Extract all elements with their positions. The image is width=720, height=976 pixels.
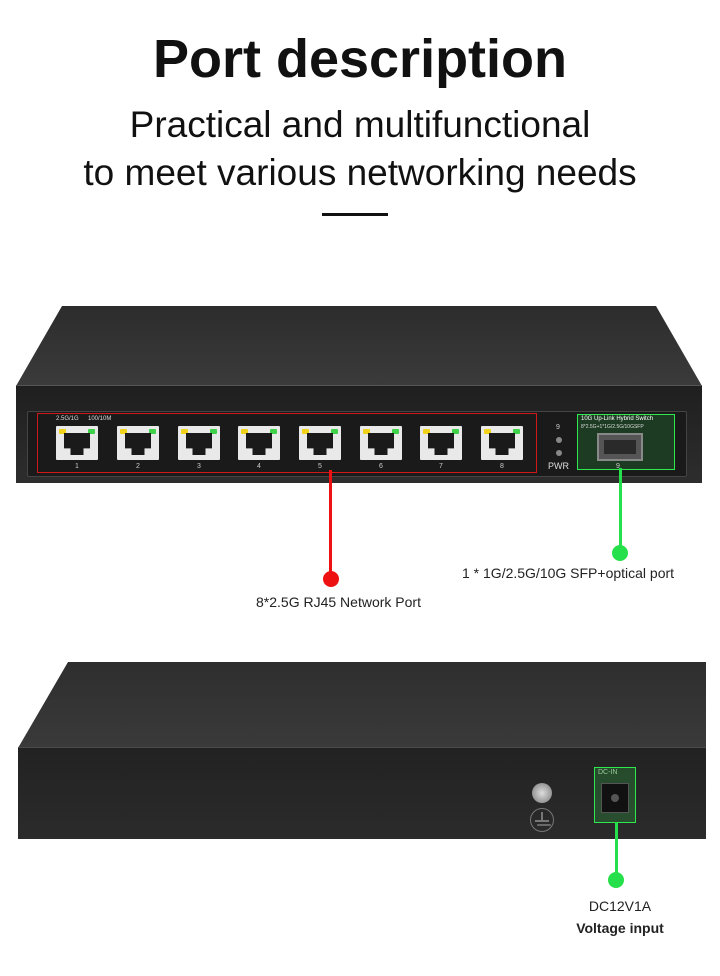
rj45-port	[178, 426, 220, 460]
led-link-icon	[149, 429, 156, 434]
rj45-socket-icon	[246, 433, 272, 455]
led-link-icon	[452, 429, 459, 434]
led-number-label: 9	[556, 424, 560, 431]
port-number: 3	[197, 463, 201, 470]
port-number: 5	[318, 463, 322, 470]
sfp-port-number: 9	[616, 463, 620, 470]
rj45-highlight-box	[37, 413, 537, 473]
rj45-socket-icon	[428, 433, 454, 455]
switch-top-cover	[16, 306, 702, 386]
rj45-callout-dot	[323, 571, 339, 587]
rj45-port	[56, 426, 98, 460]
dc-callout-line	[615, 822, 618, 878]
port-number: 6	[379, 463, 383, 470]
rj45-socket-icon	[307, 433, 333, 455]
rj45-callout-line	[329, 470, 332, 578]
sfp-callout-dot	[612, 545, 628, 561]
led-link-icon	[331, 429, 338, 434]
ground-screw-icon	[532, 783, 552, 803]
port-number: 4	[257, 463, 261, 470]
dc-voltage-label: Voltage input	[576, 920, 664, 936]
title-divider	[322, 213, 388, 216]
page-title: Port description	[152, 29, 568, 89]
pwr-label: PWR	[548, 461, 569, 471]
port-number: 7	[439, 463, 443, 470]
rj45-callout-label: 8*2.5G RJ45 Network Port	[256, 594, 421, 610]
led-speed-icon	[363, 429, 370, 434]
rj45-port	[481, 426, 523, 460]
port-number: 2	[136, 463, 140, 470]
dc-spec-label: DC12V1A	[588, 898, 652, 914]
switch-back-face	[18, 747, 706, 839]
rj45-socket-icon	[186, 433, 212, 455]
rj45-port	[360, 426, 402, 460]
led-link-icon	[210, 429, 217, 434]
led-speed-icon	[484, 429, 491, 434]
subtitle-line-1: Practical and multifunctional	[129, 104, 591, 145]
rj45-port	[420, 426, 462, 460]
status-led-icon	[556, 450, 562, 456]
rj45-port	[238, 426, 280, 460]
dc-callout-dot	[608, 872, 624, 888]
speed-label-right: 100/10M	[88, 416, 112, 422]
led-link-icon	[88, 429, 95, 434]
rj45-socket-icon	[64, 433, 90, 455]
sfp-callout-line	[619, 468, 622, 552]
led-speed-icon	[241, 429, 248, 434]
led-speed-icon	[59, 429, 66, 434]
led-link-icon	[513, 429, 520, 434]
led-speed-icon	[181, 429, 188, 434]
subtitle-line-2: to meet various networking needs	[83, 152, 637, 193]
led-speed-icon	[120, 429, 127, 434]
rj45-port	[299, 426, 341, 460]
led-speed-icon	[302, 429, 309, 434]
speed-label-left: 2.5G/1G	[56, 416, 79, 422]
sfp-port-icon	[597, 433, 643, 461]
port-number: 8	[500, 463, 504, 470]
rj45-socket-icon	[125, 433, 151, 455]
rj45-socket-icon	[489, 433, 515, 455]
dc-jack-icon	[601, 783, 629, 813]
rj45-socket-icon	[368, 433, 394, 455]
switch-back-top-cover	[18, 662, 706, 748]
status-led-icon	[556, 437, 562, 443]
sfp-subtitle: 8*2.5G+1*1G/2.5G/10GSFP	[581, 424, 644, 430]
rj45-port	[117, 426, 159, 460]
led-link-icon	[392, 429, 399, 434]
led-link-icon	[270, 429, 277, 434]
led-speed-icon	[423, 429, 430, 434]
port-number: 1	[75, 463, 79, 470]
sfp-callout-label: 1 * 1G/2.5G/10G SFP+optical port	[462, 565, 675, 581]
dc-in-marking: DC-IN	[598, 769, 618, 776]
sfp-title: 10G Up-Link Hybrid Switch	[581, 416, 654, 422]
ground-symbol-icon	[530, 808, 554, 832]
